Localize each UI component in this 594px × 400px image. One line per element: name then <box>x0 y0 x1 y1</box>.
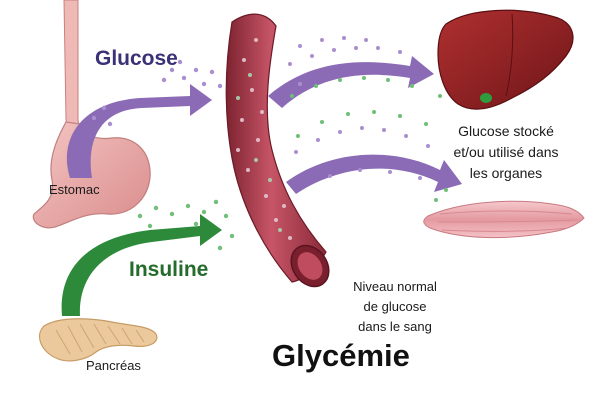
liver-illustration <box>437 9 574 110</box>
stomach-label: Estomac <box>49 182 100 197</box>
blood-level-caption: Niveau normal de glucose dans le sang <box>330 277 460 337</box>
blood-level-caption-line: de glucose <box>363 299 427 314</box>
blood-level-caption-line: dans le sang <box>358 319 432 334</box>
diagram-title: Glycémie <box>272 338 410 373</box>
glucose-label: Glucose <box>95 47 178 70</box>
insulin-arrow <box>61 214 223 316</box>
storage-caption-line: et/ou utilisé dans <box>453 144 559 160</box>
blood-level-caption-line: Niveau normal <box>353 279 437 294</box>
storage-caption: Glucose stocké et/ou utilisé dans les or… <box>424 121 588 184</box>
blood-vessel-illustration <box>225 13 330 288</box>
stomach-illustration <box>32 0 151 229</box>
muscle-illustration <box>423 200 585 239</box>
pancreas-illustration <box>39 318 158 362</box>
insulin-dots <box>137 76 448 251</box>
storage-caption-line: Glucose stocké <box>458 123 554 139</box>
storage-caption-line: les organes <box>469 165 543 181</box>
pancreas-label: Pancréas <box>86 358 141 373</box>
insulin-label: Insuline <box>129 258 209 281</box>
glucose-arrow-liver <box>268 56 434 108</box>
glucose-arrow-muscle <box>286 154 462 194</box>
glucose-dots <box>91 36 430 180</box>
